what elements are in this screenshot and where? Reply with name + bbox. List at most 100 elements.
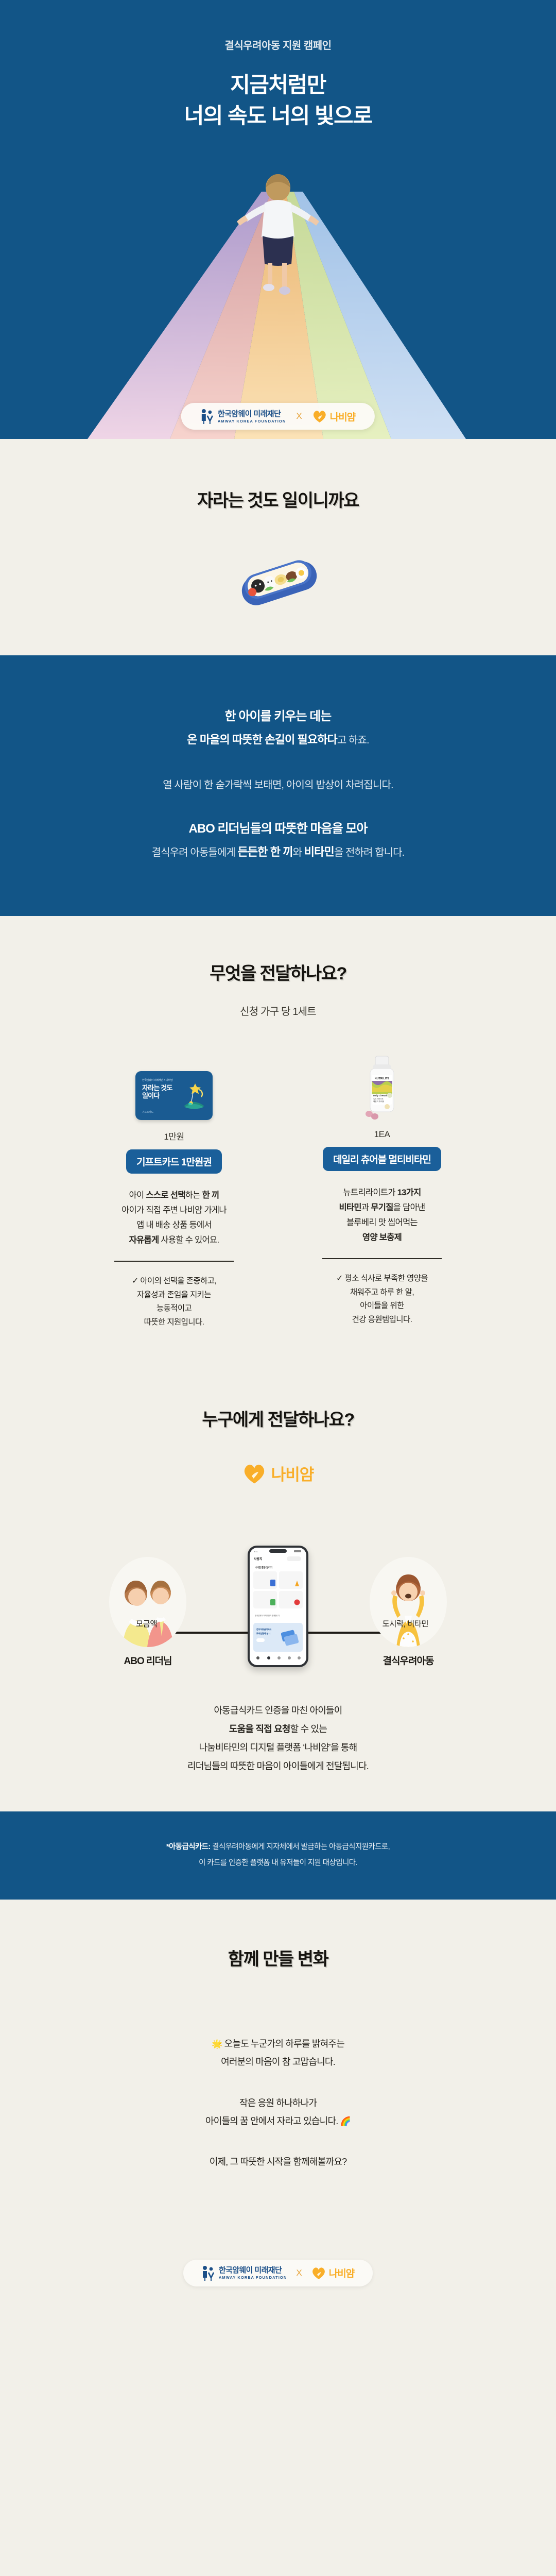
vt-c1: 평소 식사로 부족한 영양을 — [344, 1274, 428, 1283]
change-line5: 이제, 그 따뜻한 시작을 함께해볼까요? — [209, 2156, 347, 2167]
giftcard-qty: 1만원 — [164, 1132, 184, 1142]
gc-c1: 아이의 선택을 존중하고, — [140, 1276, 217, 1285]
footnote-section: *아동급식카드: 결식우려아동에게 지자체에서 발급하는 아동급식지원카드로, … — [0, 1811, 556, 1900]
whom-heading: 누구에게 전달하나요? — [202, 1410, 355, 1430]
gc-c2: 자율성과 존엄을 지키는 — [136, 1290, 212, 1299]
flow-label-right: 결식우려아동 — [383, 1656, 435, 1667]
deliver-item-vitamin: NUTRILITE Daily Chewable 뉴트리라이트 데일리 츄어블 … — [297, 1052, 467, 1327]
star-island-icon — [184, 1083, 204, 1109]
nabiyam-logo: 나비얌 — [311, 2266, 355, 2280]
vt-d2b2: 무기질 — [371, 1203, 393, 1213]
vitamin-qty: 1EA — [374, 1129, 390, 1140]
message-line5-a: 결식우려 아동들에게 — [151, 846, 238, 858]
lunchbox-icon — [241, 560, 317, 606]
vt-c3: 아이들을 위한 — [360, 1301, 404, 1311]
svg-text:한국암웨이 미래재단과 함께합니다: 한국암웨이 미래재단과 함께합니다 — [255, 1614, 281, 1617]
whom-nabiyam-logo: 나비얌 — [0, 1462, 556, 1485]
lunchbox-section: 자라는 것도 일이니까요 — [0, 439, 556, 656]
gc-d4t: 사용할 수 있어요. — [159, 1235, 219, 1245]
hero-illustration: 한국암웨이 미래재단 AMWAY KOREA FOUNDATION X 나비얌 — [0, 155, 556, 439]
gc-d1a: 아이 — [129, 1191, 146, 1200]
message-line2-bold: 온 마을의 따뜻한 손길이 필요하다 — [187, 733, 338, 747]
gc-d2: 아이가 직접 주변 나비얌 가게나 — [121, 1206, 227, 1215]
vt-c2: 채워주고 하루 한 알, — [350, 1287, 414, 1297]
hero-section: 결식우려아동 지원 캠페인 지금처럼만 너의 속도 너의 빛으로 — [0, 0, 556, 439]
whom-desc-line4: 리더님들의 따뜻한 마음이 아이들에게 전달됩니다. — [187, 1761, 369, 1772]
deliver-item-giftcard: 한국암웨이 미래재단 X 나비얌 자라는 것도 일이다 기프트카드 — [89, 1052, 259, 1329]
two-adults-icon — [123, 1581, 174, 1648]
giftcard-title-line2: 일이다 — [142, 1092, 160, 1100]
vitamin-check-block: ✓ 평소 식사로 부족한 영양을 채워주고 하루 한 알, 아이들을 위한 건강… — [297, 1272, 467, 1327]
vt-d1b: 13가지 — [397, 1188, 422, 1198]
gc-d1d: 한 끼 — [202, 1191, 220, 1200]
flow-node-child: 결식우려아동 — [363, 1557, 454, 1667]
cheering-child-icon — [391, 1574, 425, 1648]
vitamin-pill: 데일리 츄어블 멀티비타민 — [323, 1147, 441, 1172]
amway-logo-en: AMWAY KOREA FOUNDATION — [218, 2275, 287, 2280]
message-line2-tail: 고 하죠. — [337, 735, 370, 747]
giftcard-title: 자라는 것도 일이다 — [142, 1084, 172, 1100]
change-body: 🌟 오늘도 누군가의 하루를 밝혀주는 여러분의 마음이 참 고맙습니다. 작은… — [0, 2035, 556, 2171]
vt-d2t1: 과 — [361, 1203, 371, 1213]
svg-text:뉴트리라이트: 뉴트리라이트 — [373, 1097, 384, 1100]
giftcard-image: 한국암웨이 미래재단 X 나비얌 자라는 것도 일이다 기프트카드 — [135, 1071, 213, 1121]
giftcard-check-block: ✓ 아이의 선택을 존중하고, 자율성과 존엄을 지키는 능동적이고 따뜻한 지… — [89, 1274, 259, 1330]
message-line5: 결식우려 아동들에게 든든한 한 끼와 비타민을 전하려 합니다. — [0, 841, 556, 863]
change-line2: 여러분의 마음이 참 고맙습니다. — [221, 2057, 335, 2067]
hero-eyebrow: 결식우려아동 지원 캠페인 — [224, 40, 332, 52]
deliver-subheading: 신청 가구 당 1세트 — [240, 1006, 317, 1018]
vt-d1a: 뉴트리라이트가 — [343, 1188, 397, 1198]
whom-desc-line3: 나눔비타민의 디지털 플랫폼 ‘나비얌’을 통해 — [199, 1742, 358, 1753]
vitamin-divider — [322, 1258, 442, 1259]
nabiyam-heart-icon — [313, 411, 326, 423]
message-line2: 온 마을의 따뜻한 손길이 필요하다고 하죠. — [0, 729, 556, 751]
change-heading: 함께 만들 변화 — [228, 1950, 329, 1970]
vitamin-desc: 뉴트리라이트가 13가지 비타민과 무기질을 담아낸 블루베리 맛 씹어먹는 영… — [297, 1185, 467, 1245]
whom-desc-line1: 아동급식카드 인증을 마친 아이들이 — [214, 1705, 342, 1716]
amway-figures-icon — [202, 2265, 214, 2281]
svg-text:NUTRILITE: NUTRILITE — [375, 1077, 390, 1080]
rainbow-path-icon — [88, 192, 466, 439]
whom-section: 누구에게 전달하나요? 나비얌 모금액 도시락, 비타민 — [0, 1362, 556, 1812]
gc-d1c: 하는 — [185, 1191, 202, 1200]
message-line4: ABO 리더님들의 따뜻한 마음을 모아 — [188, 821, 368, 836]
amway-foundation-logo: 한국암웨이 미래재단 AMWAY KOREA FOUNDATION — [201, 409, 286, 425]
giftcard-check-icon: ✓ — [131, 1276, 138, 1285]
footer-logo-wrap: 한국암웨이 미래재단 AMWAY KOREA FOUNDATION X 나비얌 — [0, 2171, 556, 2331]
giftcard-divider — [114, 1261, 234, 1262]
flow-label-goods: 도시락, 비타민 — [382, 1620, 429, 1629]
flow-node-app: 9:41 사랑지 나비얌 활동 알리기 — [193, 1546, 363, 1668]
nabiyam-heart-icon — [312, 2267, 325, 2279]
deliver-section: 무엇을 전달하나요? 신청 가구 당 1세트 한국암웨이 미래재단 X 나비얌 … — [0, 916, 556, 1363]
whom-description: 아동급식카드 인증을 마친 아이들이 도움을 직접 요청할 수 있는 나눔비타민… — [0, 1701, 556, 1775]
giftcard-desc: 아이 스스로 선택하는 한 끼 아이가 직접 주변 나비얌 가게나 앱 내 배송… — [89, 1188, 259, 1247]
giftcard-title-line1: 자라는 것도 — [142, 1084, 172, 1092]
phone-screen[interactable]: 9:41 사랑지 나비얌 활동 알리기 — [250, 1548, 306, 1666]
vt-d3: 블루베리 맛 씹어먹는 — [346, 1217, 418, 1227]
giftcard-pill: 기프트카드 1만원권 — [126, 1149, 222, 1174]
whom-nabiyam-text: 나비얌 — [271, 1466, 315, 1484]
nabiyam-logo: 나비얌 — [312, 410, 356, 423]
giftcard-foot: 기프트카드 — [142, 1111, 154, 1114]
whom-desc-line2-bold: 도움을 직접 요청 — [229, 1724, 291, 1735]
giftcard-visual: 한국암웨이 미래재단 X 나비얌 자라는 것도 일이다 기프트카드 — [89, 1052, 259, 1121]
flow-node-abo-leader: ABO 리더님 — [102, 1557, 193, 1667]
deliver-items: 한국암웨이 미래재단 X 나비얌 자라는 것도 일이다 기프트카드 — [0, 1052, 556, 1329]
nabiyam-logo-text: 나비얌 — [328, 2268, 355, 2280]
svg-text:Daily Chewable: Daily Chewable — [373, 1094, 389, 1097]
svg-text:9:41: 9:41 — [254, 1550, 258, 1553]
phone-mockup[interactable]: 9:41 사랑지 나비얌 활동 알리기 — [248, 1546, 308, 1668]
message-line5-b: 든든한 한 끼 — [237, 845, 293, 858]
lunchbox-heading: 자라는 것도 일이니까요 — [197, 491, 359, 511]
hero-title-line2: 너의 속도 너의 빛으로 — [184, 103, 373, 128]
amway-logo-kr: 한국암웨이 미래재단 — [217, 409, 281, 418]
gc-c3: 능동적이고 — [156, 1304, 192, 1313]
svg-text:모바일결제 실시: 모바일결제 실시 — [256, 1632, 270, 1635]
hero-logo-bar: 한국암웨이 미래재단 AMWAY KOREA FOUNDATION X 나비얌 — [181, 403, 375, 430]
amway-figures-icon — [201, 409, 213, 425]
change-section: 함께 만들 변화 🌟 오늘도 누군가의 하루를 밝혀주는 여러분의 마음이 참 … — [0, 1900, 556, 2331]
footnote-line1: *아동급식카드: 결식우려아동에게 지자체에서 발급하는 아동급식지원카드로, — [0, 1839, 556, 1855]
change-line1: 오늘도 누군가의 하루를 밝혀주는 — [224, 2039, 345, 2049]
message-line5-c: 와 — [292, 846, 304, 858]
vitamin-check-icon: ✓ — [336, 1274, 343, 1283]
